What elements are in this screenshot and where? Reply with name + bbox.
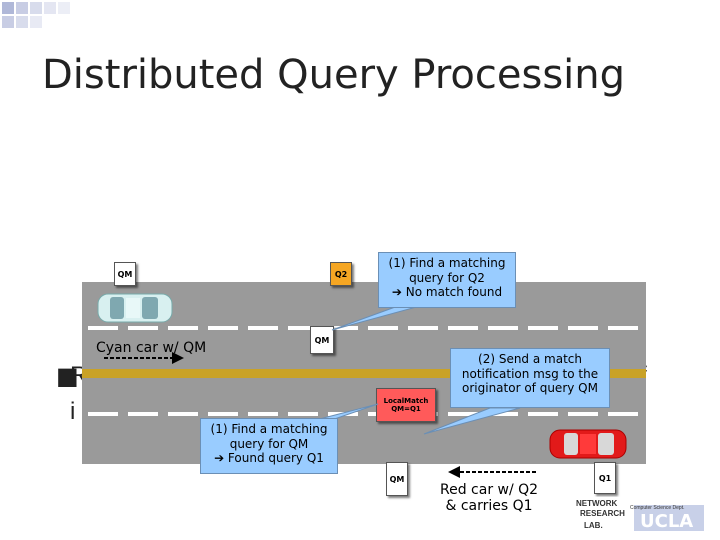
callout-text: (1) Find a matching query for QM ➔ Found… [210,422,328,466]
cyan-car-label: Cyan car w/ QM [96,340,207,356]
road-center-line [82,369,646,378]
query-tag-q1: Q1 [594,462,616,494]
background-text-fragment: i [70,398,76,425]
bullet-icon: ■ [56,362,79,390]
cyan-car-icon [97,293,173,323]
callout-text: (1) Find a matching query for Q2 ➔ No ma… [388,256,506,300]
logo-dept: Computer Science Dept. [630,505,685,511]
query-tag-qm-bottom: QM [386,462,408,496]
red-car-label: Red car w/ Q2 & carries Q1 [440,482,539,514]
logo-ucla: UCLA [640,511,694,532]
corner-decoration [2,2,70,28]
red-car-icon [549,429,627,459]
query-tag-qm-road: QM [310,326,334,354]
network-research-lab-logo: NETWORK RESEARCH LAB. Computer Science D… [574,497,704,535]
query-tag-qm: QM [114,262,136,286]
callout-send-match: (2) Send a match notification msg to the… [450,348,610,408]
callout-find-match-qm: (1) Find a matching query for QM ➔ Found… [200,418,338,474]
logo-line-1: NETWORK [576,499,618,508]
query-tag-q2: Q2 [330,262,352,286]
logo-line-2: RESEARCH [580,509,625,518]
callout-text: (2) Send a match notification msg to the… [461,352,599,396]
callout-find-match-q2: (1) Find a matching query for Q2 ➔ No ma… [378,252,516,308]
slide-title: Distributed Query Processing [42,52,626,98]
local-match-tag: LocalMatch QM=Q1 [376,388,436,422]
logo-line-3: LAB. [584,521,603,530]
